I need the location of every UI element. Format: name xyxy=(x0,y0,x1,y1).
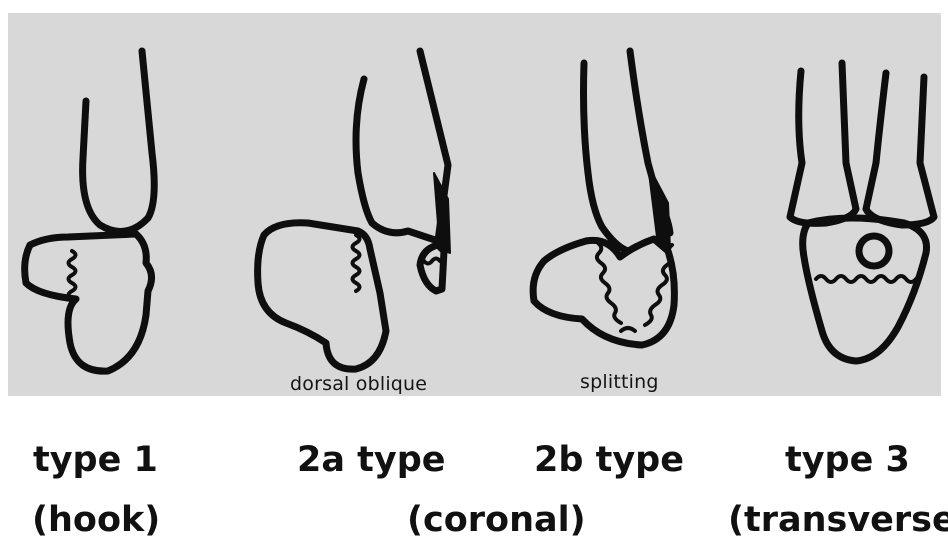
type2b-illustration xyxy=(533,51,674,345)
type1-fracture-line xyxy=(69,251,76,299)
type2a-tibia xyxy=(356,51,448,241)
fracture-diagram-svg xyxy=(8,13,941,396)
type3-tibia-right xyxy=(866,73,934,225)
caption-type1: type 1 xyxy=(33,440,158,480)
type2a-illustration xyxy=(258,51,450,369)
caption-type2-sub: (coronal) xyxy=(407,500,586,540)
type3-illustration xyxy=(790,63,934,361)
sublabel-dorsal-oblique: dorsal oblique xyxy=(290,373,427,395)
type2a-fragment xyxy=(420,245,444,291)
caption-type2b: 2b type xyxy=(534,440,684,480)
type2a-fracture-line xyxy=(353,235,360,291)
caption-type3: type 3 xyxy=(785,440,910,480)
type2a-fragment-edge xyxy=(424,259,440,264)
caption-type2a: 2a type xyxy=(297,440,446,480)
type2b-split-apex xyxy=(621,328,635,331)
type2b-talus-body xyxy=(533,239,674,345)
type3-fracture-line xyxy=(816,276,916,282)
sublabel-splitting: splitting xyxy=(580,371,659,393)
type2b-tibia-left xyxy=(584,63,629,251)
caption-type3-sub: (transverse) xyxy=(728,500,948,540)
type1-tibia xyxy=(83,51,155,232)
type1-talus-body xyxy=(25,234,152,371)
fracture-diagram-panel: dorsal oblique splitting xyxy=(8,13,941,396)
caption-type1-sub: (hook) xyxy=(32,500,160,540)
type2a-talus-body xyxy=(258,223,386,369)
type3-ossicle xyxy=(859,236,889,266)
type1-illustration xyxy=(25,51,155,371)
type3-tibia-left xyxy=(790,63,856,223)
